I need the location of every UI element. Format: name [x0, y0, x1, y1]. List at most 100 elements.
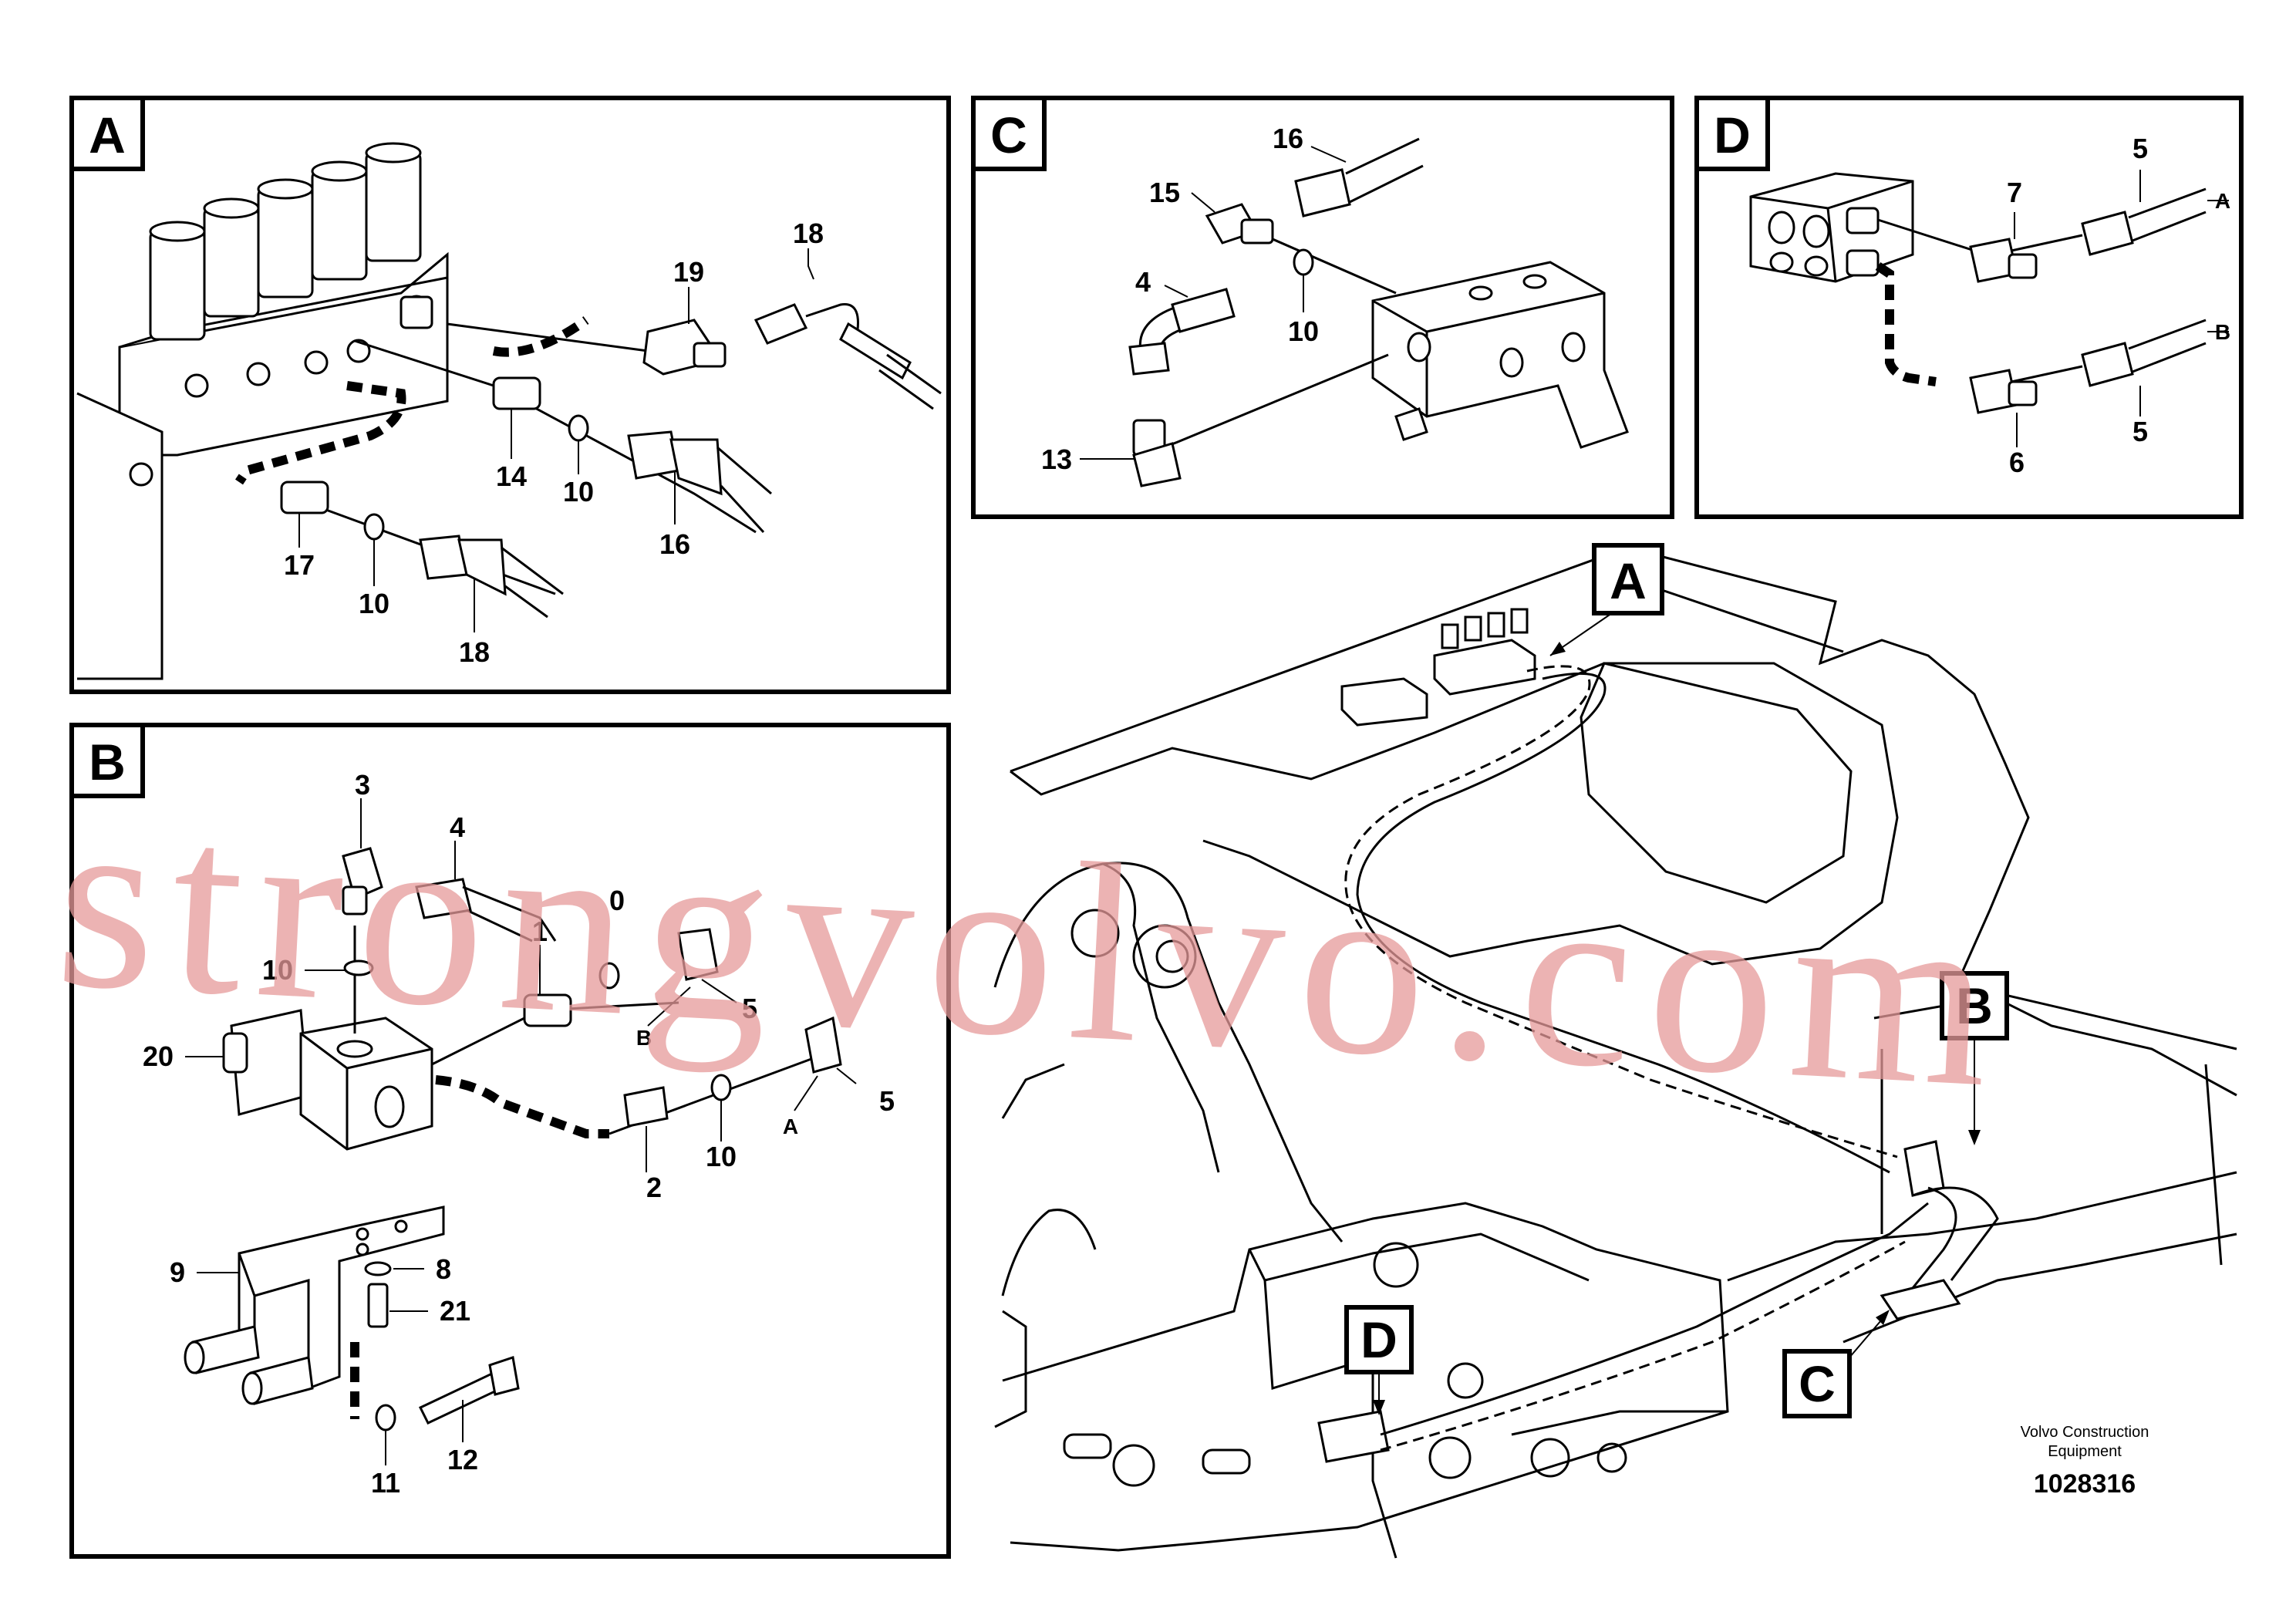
hose-5-d-upper	[2081, 187, 2207, 256]
panel-b-letter: B	[89, 733, 126, 791]
panel-a-frame	[69, 96, 951, 694]
panel-c: C	[971, 96, 1674, 519]
overview-frame-drawing: A B C D	[993, 543, 2237, 1559]
fitting-19	[642, 319, 727, 376]
pipe-a-1	[447, 322, 649, 352]
callout-b-12: 12	[447, 1444, 478, 1475]
valve-block-a	[76, 142, 449, 680]
callout-a-18-top: 18	[793, 218, 824, 249]
fitting-14	[492, 376, 541, 410]
overview-block-c	[1880, 1279, 1961, 1320]
panel-d-frame	[1694, 96, 2244, 519]
callout-d-7: 7	[2007, 177, 2022, 208]
elbow-6	[1969, 369, 2038, 414]
callout-a-18-bottom: 18	[459, 636, 490, 668]
oring-10-b1	[343, 959, 374, 976]
callout-b-20: 20	[143, 1040, 174, 1072]
footer-company-line1: Volvo Construction	[2021, 1424, 2149, 1441]
manifold-block-d	[1749, 172, 1914, 283]
svg-text:B: B	[1956, 977, 1993, 1034]
footer-company-line2: Equipment	[2048, 1443, 2122, 1460]
hose-18-lower	[419, 534, 564, 619]
fitting-17	[280, 481, 329, 514]
frame-outline-top	[1010, 546, 2237, 1097]
callout-b-10-lower: 10	[706, 1141, 737, 1172]
footer-block: Volvo Construction Equipment 1028316	[2021, 1424, 2149, 1499]
callout-d-5-top: 5	[2132, 133, 2148, 164]
oring-10-c	[1293, 248, 1314, 276]
hose-d-dashed	[1875, 262, 1937, 386]
callout-b-21: 21	[440, 1295, 470, 1327]
callout-d-6: 6	[2009, 447, 2025, 478]
callout-b-1: 1	[532, 916, 548, 947]
bolt-21	[367, 1283, 389, 1328]
callout-b-4: 4	[450, 811, 465, 843]
hose-a-dashed-1	[492, 316, 589, 357]
elbow-7	[1969, 238, 2038, 283]
pipe-d-2	[2011, 234, 2083, 252]
washer-8	[364, 1261, 392, 1276]
oring-10-b3	[710, 1074, 732, 1101]
callout-a-16: 16	[659, 528, 690, 560]
callout-a-19: 19	[673, 256, 704, 288]
svg-text:C: C	[1799, 1355, 1836, 1412]
fitting-2	[623, 1086, 669, 1128]
overview-marker-d: D	[1344, 1305, 1414, 1415]
panel-c-letter-box	[971, 96, 1047, 171]
callout-c-10: 10	[1288, 315, 1319, 347]
hose-5-d-lower	[2081, 319, 2207, 387]
hose-16-c	[1294, 137, 1424, 218]
callout-b-B: B	[636, 1026, 652, 1050]
overview-marker-b: B	[1940, 971, 2009, 1145]
panel-d-letter-box	[1694, 96, 1770, 171]
elbow-13	[1132, 419, 1182, 487]
panel-a-letter: A	[89, 106, 126, 164]
callout-d-B: B	[2215, 320, 2230, 344]
bolt-12	[418, 1371, 504, 1425]
bracket-9	[184, 1206, 445, 1405]
bolt-12-head	[488, 1356, 520, 1396]
callout-c-15: 15	[1149, 177, 1180, 208]
hose-18-upper	[754, 303, 942, 410]
solenoid-valve-20	[222, 1009, 433, 1151]
washer-11	[375, 1404, 396, 1431]
svg-text:A: A	[1610, 552, 1647, 609]
panel-d-letter: D	[1714, 106, 1751, 164]
callout-b-8: 8	[436, 1253, 451, 1285]
panel-c-frame	[971, 96, 1674, 519]
hose-16-a	[627, 430, 772, 534]
fitting-1	[523, 993, 572, 1027]
pipe-d-1	[1877, 218, 1975, 252]
overview-block-d	[1317, 1410, 1390, 1463]
hose-4-c	[1128, 288, 1236, 376]
overview-marker-c: C	[1782, 1310, 1890, 1418]
panel-a: A	[69, 96, 951, 694]
elbow-5-b-lower	[804, 1016, 842, 1074]
overview-valve-b	[1903, 1140, 1945, 1197]
callout-a-14: 14	[496, 460, 527, 492]
callout-b-0: 0	[609, 885, 625, 916]
callout-a-10-upper: 10	[563, 476, 594, 508]
distributor-block-c	[1371, 261, 1629, 449]
oring-10-b2	[598, 962, 620, 990]
svg-text:D: D	[1360, 1311, 1397, 1368]
oring-10-a	[568, 414, 589, 442]
overview-distributor-top	[1340, 677, 1428, 727]
overview-hose-4	[1380, 1240, 1906, 1452]
callout-c-13: 13	[1041, 443, 1072, 475]
pipe-c-1	[1272, 238, 1397, 295]
callout-b-5-upper: 5	[742, 993, 757, 1024]
callout-b-3: 3	[355, 769, 370, 801]
panel-b: B	[69, 723, 951, 1559]
elbow-fitting-3	[342, 847, 383, 916]
callout-d-A: A	[2215, 189, 2230, 213]
overview-hose-5	[1912, 1186, 1999, 1281]
callout-d-5-bottom: 5	[2132, 416, 2148, 447]
panel-a-letter-box	[69, 96, 145, 171]
pipe-a-2	[354, 339, 757, 534]
callout-a-17: 17	[284, 549, 315, 581]
hose-a-dashed-2	[235, 381, 406, 485]
overview-hose-3	[1380, 1202, 1929, 1436]
footer-doc-number: 1028316	[2034, 1469, 2136, 1499]
callout-c-4: 4	[1135, 266, 1151, 298]
